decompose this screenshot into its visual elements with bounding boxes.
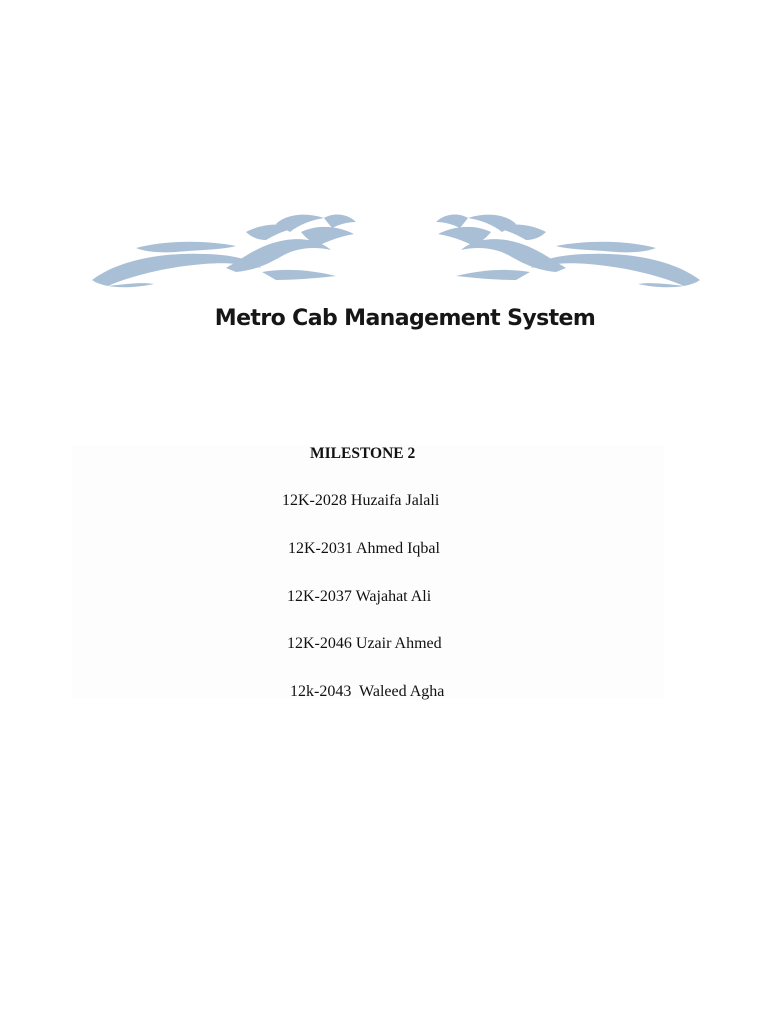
milestone-label: MILESTONE 2 [310,445,416,462]
team-member: 12k-2043 Waleed Agha [290,683,445,700]
document-title: Metro Cab Management System [214,306,596,331]
team-member: 12K-2046 Uzair Ahmed [287,635,442,652]
team-member: 12K-2037 Wajahat Ali [287,588,432,605]
team-member: 12K-2028 Huzaifa Jalali [282,492,440,509]
floral-flourish-icon [92,214,700,288]
team-info-box [72,445,664,698]
team-member: 12K-2031 Ahmed Iqbal [288,540,440,557]
